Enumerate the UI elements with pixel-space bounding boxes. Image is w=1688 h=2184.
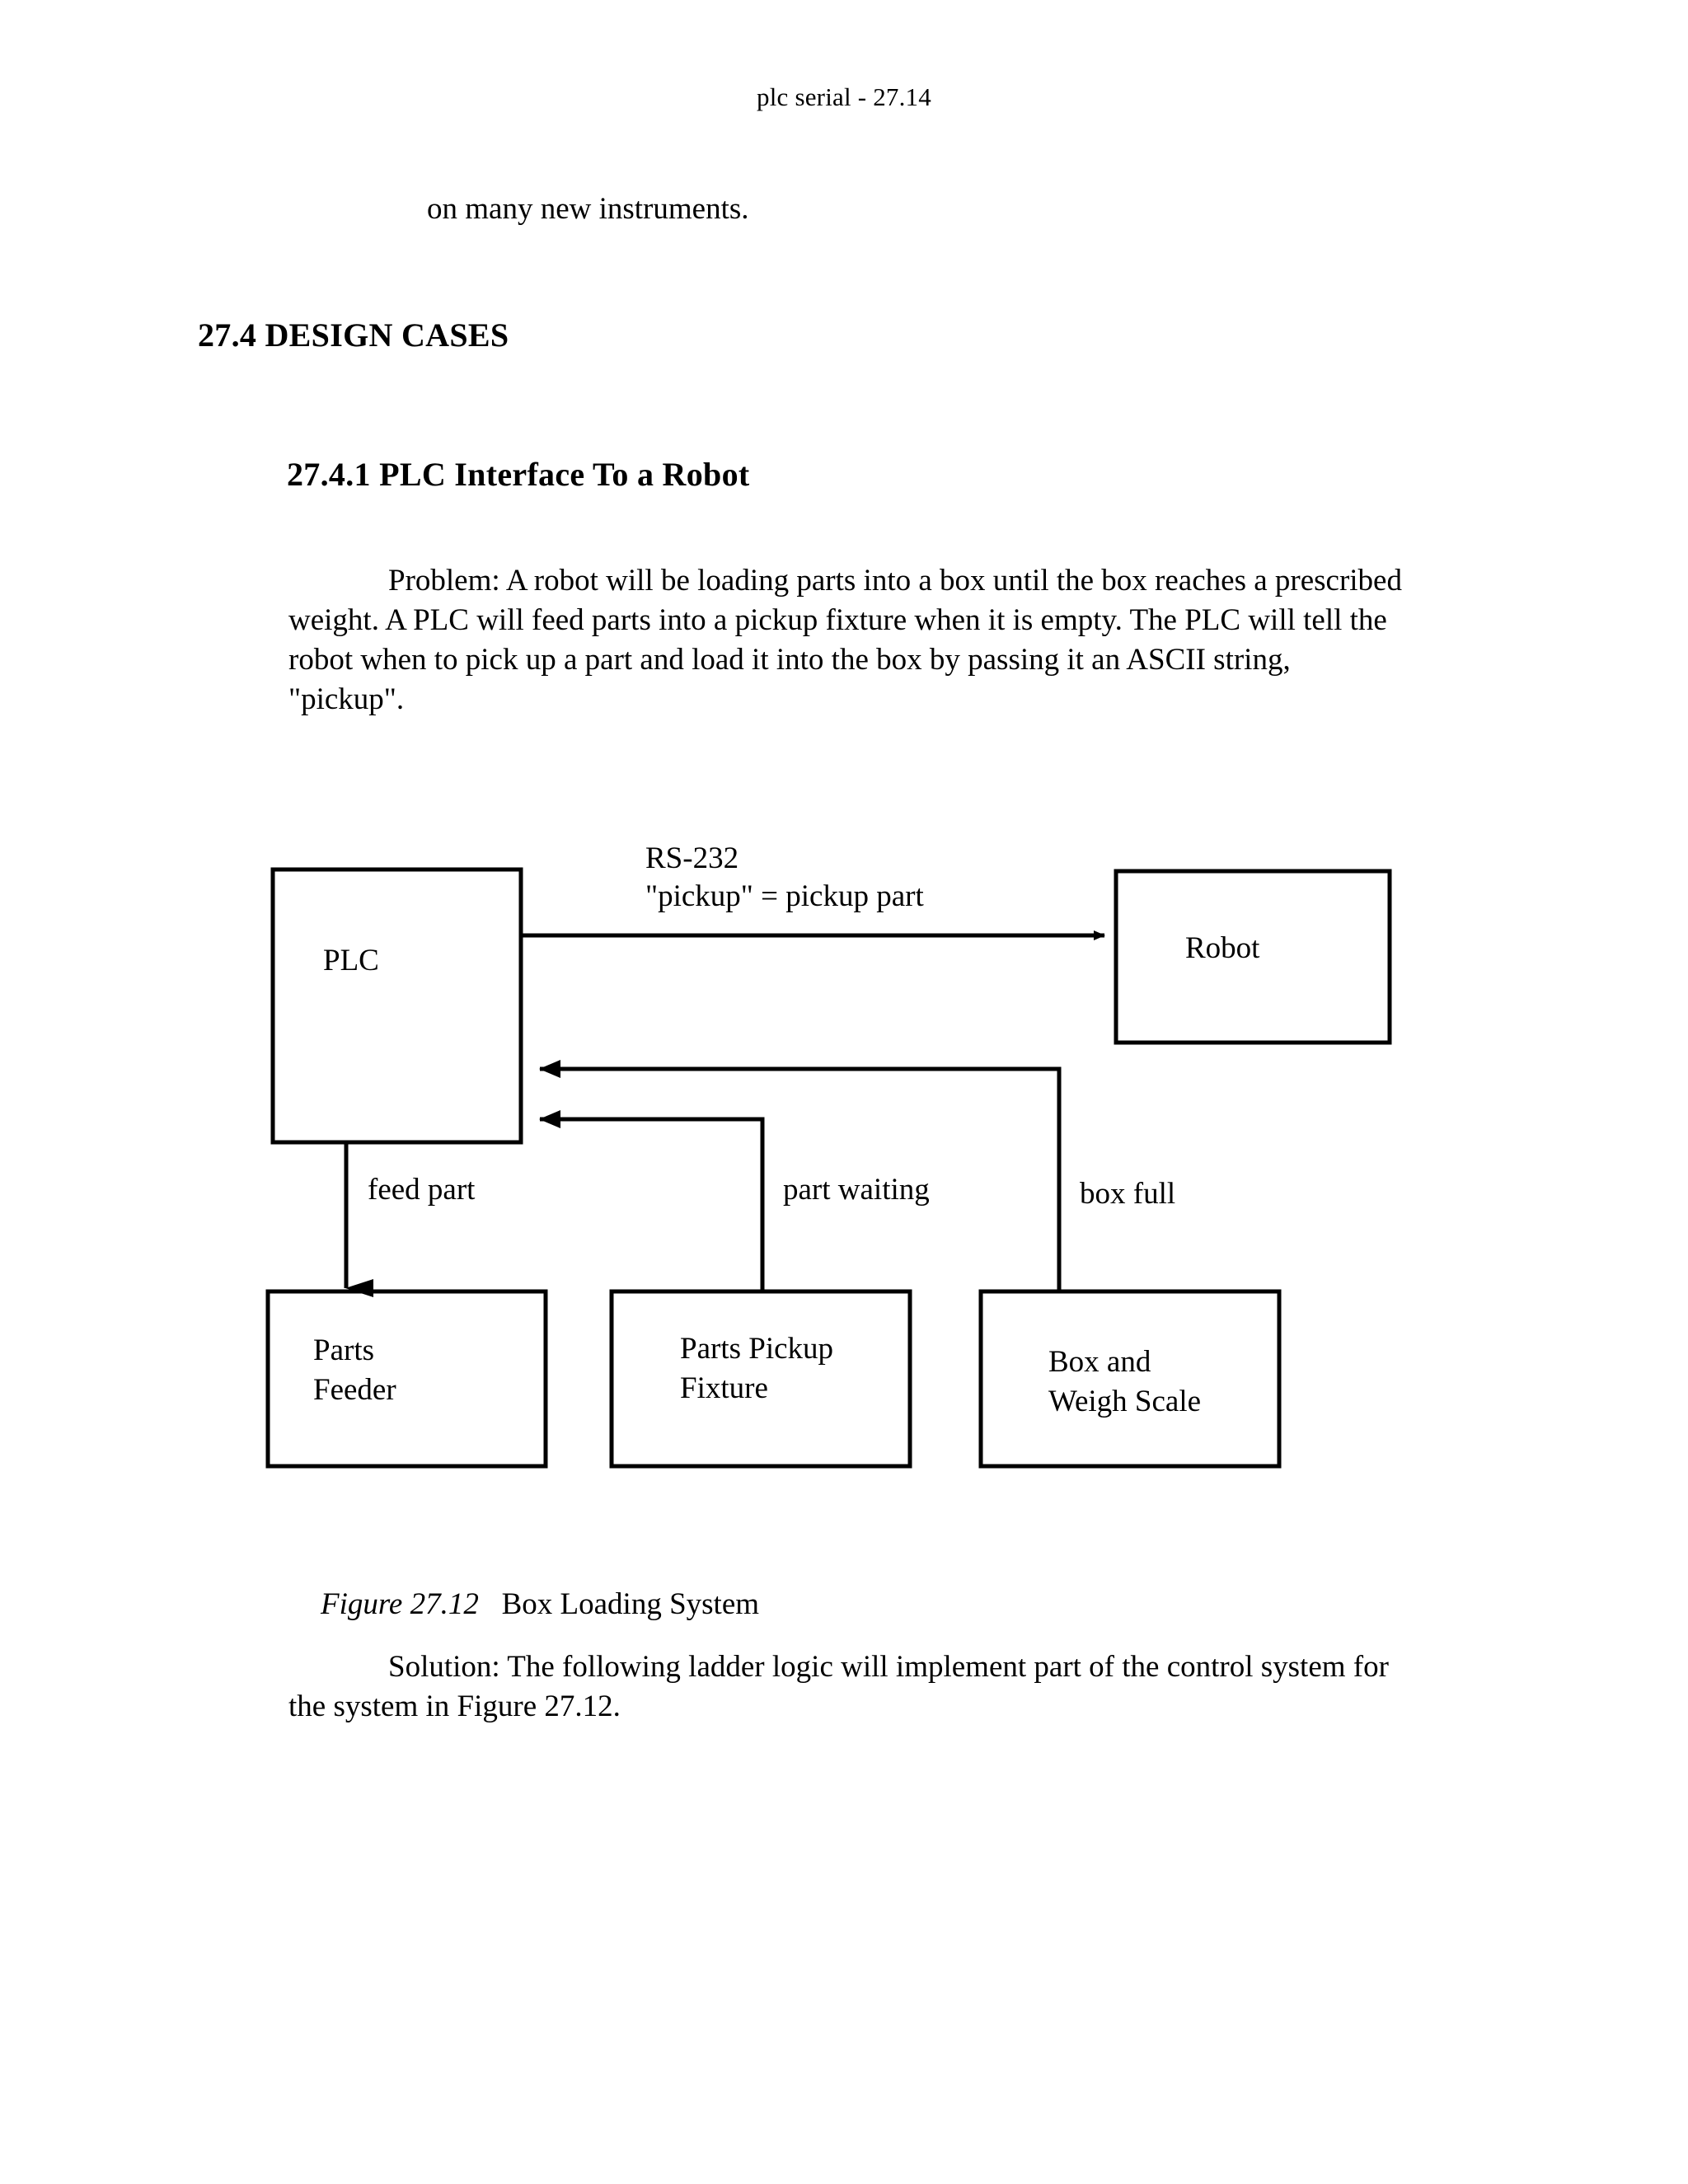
edge-box-full-to-plc <box>539 1060 1062 1291</box>
subsection-heading: 27.4.1 PLC Interface To a Robot <box>287 456 750 493</box>
section-heading: 27.4 DESIGN CASES <box>198 316 509 354</box>
problem-paragraph-line-4: "pickup". <box>288 682 405 716</box>
node-parts-pickup-fixture-label-line2: Fixture <box>680 1371 768 1405</box>
edge-rs232-label-line1: RS-232 <box>645 841 738 875</box>
problem-paragraph-line-2: weight. A PLC will feed parts into a pic… <box>288 603 1387 637</box>
solution-paragraph-line-2: the system in Figure 27.12. <box>288 1690 621 1723</box>
node-box-weigh-scale-label-line2: Weigh Scale <box>1048 1385 1201 1418</box>
edge-rs232-label-line2: "pickup" = pickup part <box>645 879 924 913</box>
node-parts-pickup-fixture-box <box>609 1289 912 1469</box>
node-parts-feeder-label-line1: Parts <box>313 1333 374 1367</box>
solution-paragraph-line-1: Solution: The following ladder logic wil… <box>388 1650 1389 1684</box>
figure-caption-number: Figure 27.12 <box>321 1587 479 1621</box>
figure-caption: Figure 27.12 Box Loading System <box>290 1551 759 1657</box>
edge-part-waiting-to-plc <box>539 1110 765 1291</box>
node-robot-box <box>1114 869 1392 1045</box>
edge-feed-part-label: feed part <box>368 1173 476 1207</box>
node-box-weigh-scale-label-line1: Box and <box>1048 1345 1151 1379</box>
node-parts-feeder-box <box>265 1289 548 1469</box>
continued-text-line: on many new instruments. <box>427 192 749 226</box>
node-plc-box <box>270 867 523 1145</box>
edge-box-full-label: box full <box>1080 1177 1175 1211</box>
problem-paragraph-line-3: robot when to pick up a part and load it… <box>288 643 1291 677</box>
node-plc-label: PLC <box>323 944 379 977</box>
node-robot-label: Robot <box>1185 931 1260 965</box>
edge-part-waiting-label: part waiting <box>783 1173 930 1207</box>
node-box-weigh-scale-box <box>978 1289 1282 1469</box>
running-head: plc serial - 27.14 <box>757 82 931 111</box>
problem-paragraph-line-1: Problem: A robot will be loading parts i… <box>388 564 1402 598</box>
figure-caption-title: Box Loading System <box>501 1587 760 1621</box>
node-parts-feeder-label-line2: Feeder <box>313 1373 396 1407</box>
node-parts-pickup-fixture-label-line1: Parts Pickup <box>680 1332 833 1366</box>
